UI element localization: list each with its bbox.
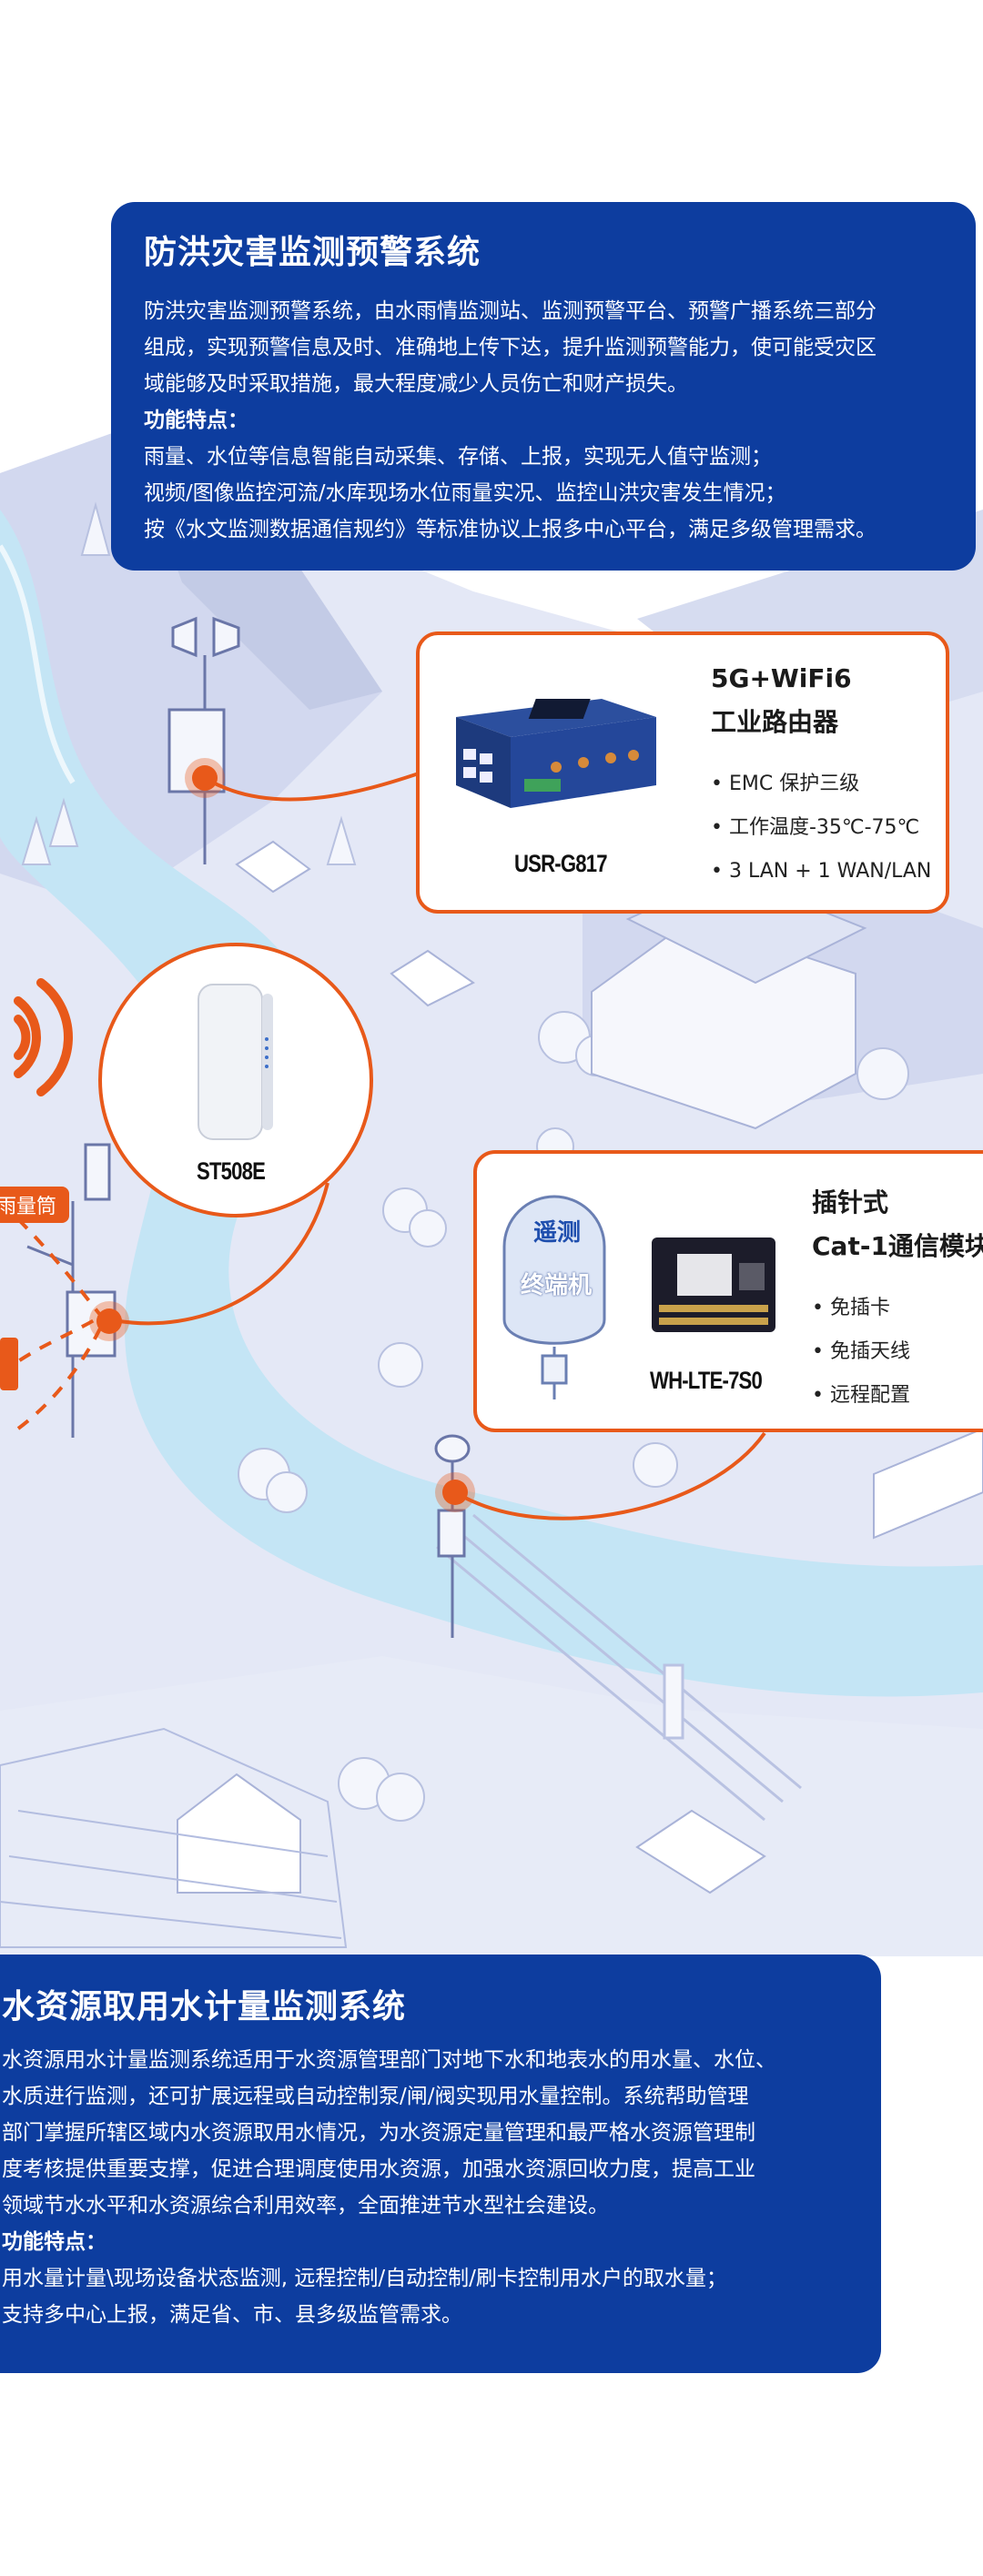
router-title-line1: 5G+WiFi6 [711,663,852,693]
cpe-model: ST508E [197,1157,266,1185]
bridge [436,1513,802,1822]
water-intro-line: 水资源用水计量监测系统适用于水资源管理部门对地下水和地表水的用水量、水位、 [2,2048,776,2072]
water-feature-line: 用水量计量\现场设备状态监测, 远程控制/自动控制/刷卡控制用水户的取水量； [2,2267,727,2290]
connectors [0,772,766,1520]
module-title-line2: Cat-1通信模块 [812,1231,983,1261]
flood-feature-line: 雨量、水位等信息智能自动采集、存储、上报，实现无人值守监测； [144,445,772,469]
flood-feature-line: 按《水文监测数据通信规约》等标准协议上报多中心平台，满足多级管理需求。 [144,518,877,541]
water-intro-line: 度考核提供重要支撑，促进合理调度使用水资源，加强水资源回收力度，提高工业 [2,2157,755,2181]
flood-panel-title: 防洪灾害监测预警系统 [144,234,481,271]
router-model: USR-G817 [514,850,608,877]
module-title-line1: 插针式 [812,1187,889,1217]
trees [21,501,909,1822]
router-feature: • EMC 保护三级 [711,773,860,795]
water-metering-panel: 水资源取用水计量监测系统 水资源用水计量监测系统适用于水资源管理部门对地下水和地… [0,1955,881,2373]
river [0,510,983,1697]
connector-dots [89,758,475,1512]
flood-intro-line: 组成，实现预警信息及时、准确地上传下达，提升监测预警能力，使可能受灾区 [144,336,877,359]
rain-gauge-tag: 雨量筒 [0,1187,70,1223]
module-feature: • 免插卡 [812,1297,890,1319]
signal-waves [14,978,73,1096]
flood-warning-panel: 防洪灾害监测预警系统 防洪灾害监测预警系统，由水雨情监测站、监测预警平台、预警广… [111,202,976,571]
flood-feature-line: 视频/图像监控河流/水库现场水位雨量实况、监控山洪灾害发生情况； [144,481,786,505]
cpe-device-image [198,984,273,1140]
flood-features-title: 功能特点： [144,409,248,432]
water-intro-line: 领域节水水平和水资源综合利用效率，全面推进节水型社会建设。 [2,2194,609,2217]
terminal-label-2: 终端机 [521,1272,593,1299]
router-device-image [456,699,656,808]
module-product-card[interactable]: 遥测 终端机 WH-LTE-7S0 插针式 Cat-1通信模块 • 免插卡 • … [473,1150,983,1432]
terminal-label-1: 遥测 [533,1219,582,1247]
water-intro-line: 水质进行监测，还可扩展远程或自动控制泵/闸/阀实现用水量控制。系统帮助管理 [2,2085,749,2108]
router-feature: • 工作温度-35℃-75℃ [711,816,920,839]
module-feature: • 远程配置 [812,1384,910,1407]
flood-intro-line: 域能够及时采取措施，最大程度减少人员伤亡和财产损失。 [144,372,688,396]
farm-field [0,1727,348,1948]
cpe-product-card[interactable]: ST508E [98,943,373,1217]
module-model: WH-LTE-7S0 [650,1367,763,1394]
router-product-card[interactable]: USR-G817 5G+WiFi6 工业路由器 • EMC 保护三级 • 工作温… [416,631,949,914]
router-feature: • 3 LAN + 1 WAN/LAN [711,860,932,883]
module-feature: • 免插天线 [812,1340,910,1363]
router-title-line2: 工业路由器 [711,707,839,737]
water-feature-line: 支持多中心上报，满足省、市、县多级监管需求。 [2,2303,462,2327]
module-board-image [652,1237,775,1332]
flood-intro-line: 防洪灾害监测预警系统，由水雨情监测站、监测预警平台、预警广播系统三部分 [144,299,877,323]
telemetry-terminal-icon [502,1195,606,1399]
water-intro-line: 部门掌握所辖区域内水资源取用水情况，为水资源定量管理和最严格水资源管理制 [2,2121,755,2145]
water-features-title: 功能特点： [2,2230,106,2254]
water-panel-title: 水资源取用水计量监测系统 [2,1988,407,2025]
